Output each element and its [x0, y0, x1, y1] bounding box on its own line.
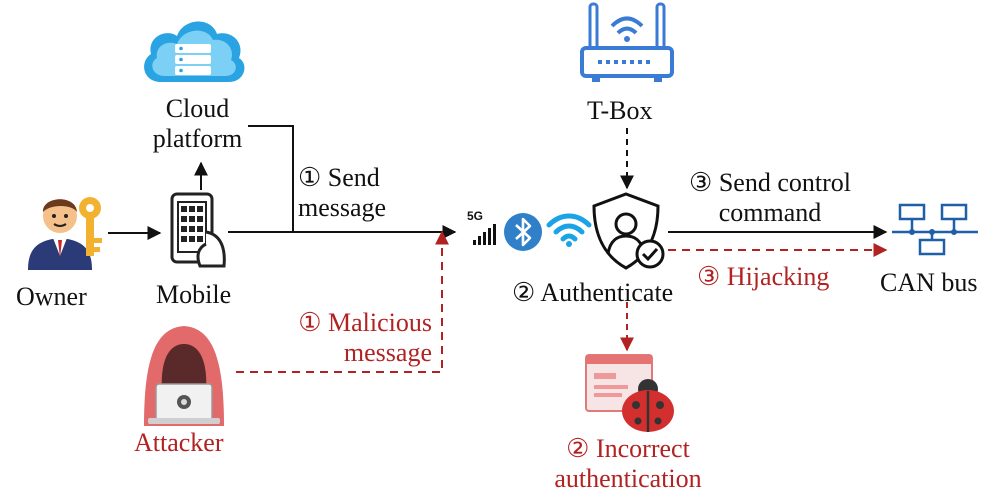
canbus-label: CAN bus — [880, 268, 978, 297]
network-bus-icon — [892, 203, 978, 256]
ladybug-browser-icon — [585, 354, 674, 432]
wifi-icon — [546, 213, 592, 247]
5g-signal-icon — [473, 224, 496, 245]
cloud-to-message-line — [248, 125, 294, 232]
tbox-label: T-Box — [587, 96, 653, 125]
bluetooth-icon — [504, 213, 542, 251]
businessman-key-icon — [28, 197, 102, 270]
malicious-message-arrow — [236, 230, 449, 373]
hooded-hacker-icon — [144, 326, 224, 426]
attacker-label: Attacker — [134, 428, 224, 457]
smartphone-hand-icon — [170, 192, 226, 268]
router-icon — [580, 2, 674, 82]
cloud-server-icon — [144, 21, 245, 82]
hijacking-label: ③ Hijacking — [697, 262, 830, 291]
mobile-label: Mobile — [156, 280, 232, 309]
user-shield-check-icon — [592, 192, 665, 270]
owner-label: Owner — [16, 282, 87, 311]
authenticate-label: ② Authenticate — [512, 278, 674, 307]
5g-label: 5G — [467, 209, 484, 223]
